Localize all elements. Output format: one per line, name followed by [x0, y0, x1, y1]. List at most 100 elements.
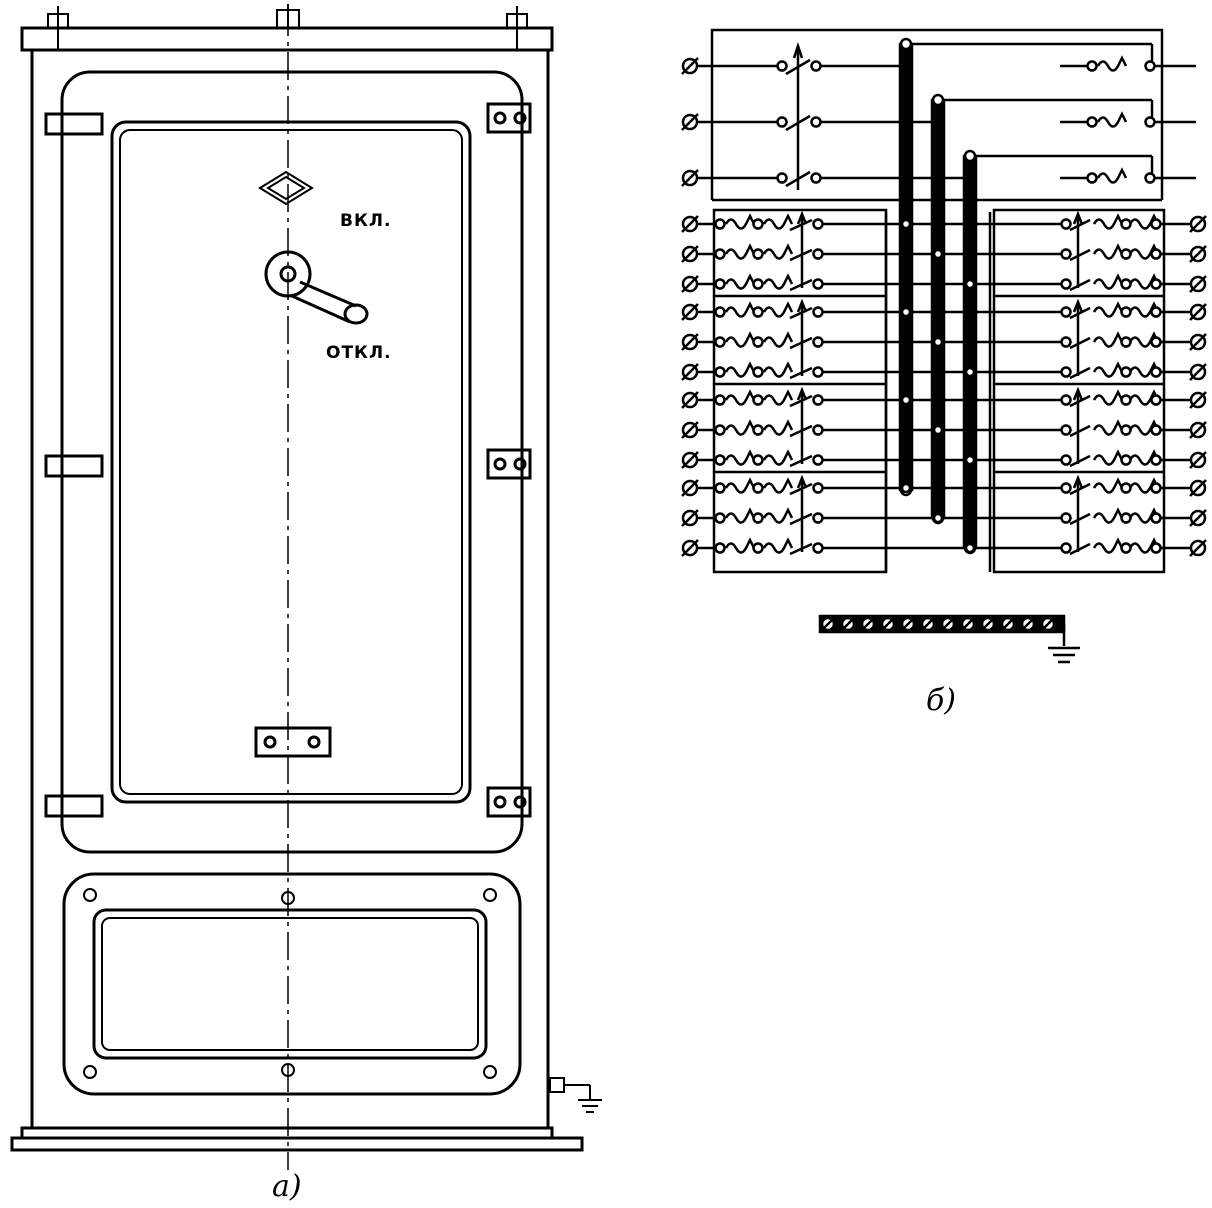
terminal-icon — [1189, 421, 1207, 439]
terminal-icon — [681, 421, 699, 439]
terminal-icon — [1189, 245, 1207, 263]
switch-icon — [1069, 512, 1091, 526]
circuit-row — [938, 243, 1207, 263]
terminal-icon — [681, 169, 699, 187]
ground-symbol-icon — [1048, 646, 1080, 664]
fuse-icon — [762, 507, 794, 524]
fuse-icon — [1092, 213, 1124, 230]
terminal-icon — [1189, 363, 1207, 381]
circuit-row — [681, 273, 970, 293]
terminal-icon — [1189, 509, 1207, 527]
caption-b: б) — [926, 683, 956, 718]
fuse-icon — [1128, 273, 1160, 290]
fuse-icon — [1128, 331, 1160, 348]
fuse-icon — [762, 331, 794, 348]
fuse-icon — [1128, 419, 1160, 436]
fuse-icon — [1092, 507, 1124, 524]
fuse-icon — [724, 537, 756, 554]
fuse-icon — [762, 213, 794, 230]
caption-a: а) — [272, 1169, 302, 1204]
fuse-icon — [1128, 243, 1160, 260]
switch-icon — [1069, 306, 1091, 320]
terminal-icon — [681, 479, 699, 497]
circuit-row — [970, 361, 1207, 381]
terminal-icon — [1189, 479, 1207, 497]
terminal-icon — [681, 509, 699, 527]
fuse-icon — [724, 449, 756, 466]
hinge-icon — [486, 448, 532, 480]
fuse-icon — [724, 331, 756, 348]
fuse-icon — [762, 301, 794, 318]
terminal-icon — [1189, 539, 1207, 557]
fuse-icon — [724, 361, 756, 378]
fuse-icon — [1128, 507, 1160, 524]
circuit-row — [970, 449, 1207, 469]
label-off: ОТКЛ. — [326, 343, 392, 363]
switch-icon — [1069, 336, 1091, 350]
manufacturer-logo-icon — [258, 170, 314, 206]
fuse-icon — [1128, 361, 1160, 378]
terminal-icon — [1189, 275, 1207, 293]
fuse-icon — [1128, 537, 1160, 554]
circuit-row — [970, 537, 1207, 557]
circuit-row — [681, 361, 970, 381]
bus-bars — [884, 37, 992, 572]
circuit-row — [681, 243, 938, 263]
latch-icon — [44, 112, 104, 136]
terminal-icon — [681, 391, 699, 409]
cabinet-top-cap — [20, 26, 554, 52]
fuse-icon — [1096, 111, 1128, 128]
latch-icon — [44, 454, 104, 478]
fuse-icon — [1128, 301, 1160, 318]
fuse-icon — [762, 537, 794, 554]
switch-icon — [1069, 366, 1091, 380]
terminal-icon — [681, 303, 699, 321]
lower-window-inner — [101, 917, 479, 1051]
fuse-icon — [724, 243, 756, 260]
terminal-icon — [681, 57, 699, 75]
fuse-icon — [1092, 361, 1124, 378]
input-circuit — [681, 98, 1196, 132]
circuit-row — [970, 273, 1207, 293]
door-window-outer — [110, 120, 472, 804]
terminal-icon — [681, 363, 699, 381]
fuse-icon — [762, 419, 794, 436]
circuit-row — [938, 331, 1207, 351]
fuse-icon — [724, 419, 756, 436]
terminal-icon — [1189, 215, 1207, 233]
fuse-icon — [762, 477, 794, 494]
input-section-frame — [710, 28, 1164, 200]
terminal-icon — [681, 333, 699, 351]
fuse-icon — [724, 301, 756, 318]
fuse-icon — [724, 507, 756, 524]
fuse-icon — [1092, 331, 1124, 348]
circuit-row — [681, 449, 970, 469]
circuit-row — [906, 389, 1207, 409]
fuse-icon — [1096, 167, 1128, 184]
switch-icon — [1069, 454, 1091, 468]
fuse-icon — [1092, 301, 1124, 318]
circuit-row — [681, 477, 906, 497]
terminal-icon — [681, 451, 699, 469]
hinge-icon — [486, 786, 532, 818]
fuse-icon — [1128, 449, 1160, 466]
circuit-row — [681, 213, 906, 233]
ground-terminal-strip — [818, 614, 1080, 664]
right-groups-frame — [992, 208, 1166, 574]
bus-bar-icon — [962, 154, 978, 550]
fuse-icon — [724, 477, 756, 494]
fuse-icon — [1092, 273, 1124, 290]
circuit-row — [681, 389, 906, 409]
circuit-row — [906, 301, 1207, 321]
label-on: ВКЛ. — [340, 211, 391, 231]
latch-icon — [44, 794, 104, 818]
terminal-icon — [1189, 451, 1207, 469]
switch-icon — [1069, 424, 1091, 438]
fuse-icon — [1128, 389, 1160, 406]
fuse-icon — [1092, 449, 1124, 466]
terminal-icon — [681, 245, 699, 263]
right-circuit-rows — [906, 210, 1207, 557]
switch-icon — [1069, 482, 1091, 496]
